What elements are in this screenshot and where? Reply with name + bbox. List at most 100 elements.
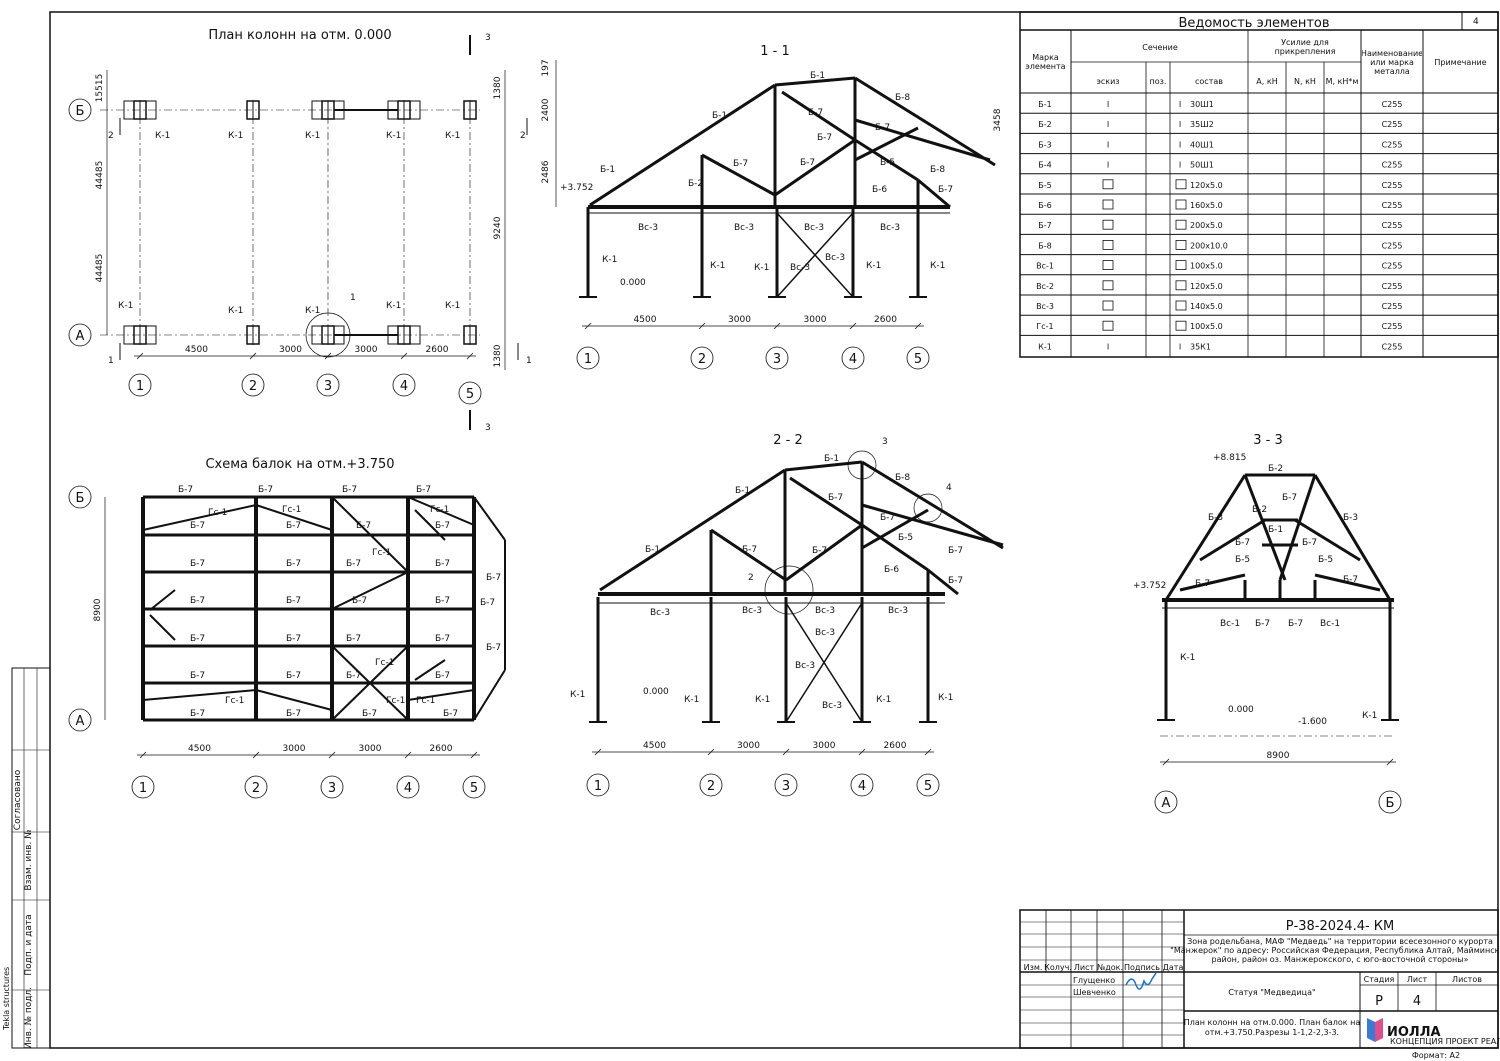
- row-steel: С255: [1382, 181, 1403, 190]
- member-label: Б-2: [1252, 505, 1267, 515]
- member-label: Б-5: [880, 158, 895, 168]
- member-label: К-1: [305, 306, 320, 316]
- dimension-text: 3000: [283, 744, 306, 754]
- member-label: Б-7: [828, 493, 843, 503]
- member-label: Вс-3: [650, 608, 670, 618]
- table-title: Ведомость элементов: [1178, 16, 1329, 31]
- axis-label: 5: [924, 779, 932, 794]
- callout-number: 2: [748, 573, 754, 583]
- roof-member: [1164, 474, 1247, 601]
- header-composition: состав: [1195, 77, 1223, 86]
- roof-member: [861, 523, 929, 572]
- member-label: Вс-3: [815, 606, 835, 616]
- callout-number: 1: [350, 293, 356, 303]
- dimension-tick: [136, 352, 144, 360]
- dimension-tick: [249, 352, 257, 360]
- box-section-icon: [1175, 199, 1187, 210]
- member-label: К-1: [445, 301, 460, 311]
- member-label: Б-7: [286, 521, 301, 531]
- dimension-tick: [139, 751, 147, 759]
- beam-gs1: [407, 496, 475, 526]
- member-label: Б-7: [435, 671, 450, 681]
- member-label: Б-7: [880, 513, 895, 523]
- beam-gs1: [407, 689, 475, 701]
- member-label: Б-7: [356, 521, 371, 531]
- axis-label: 4: [858, 779, 866, 794]
- member-label: Б-1: [735, 486, 750, 496]
- tb-col-izm: Изм.: [1024, 963, 1043, 972]
- member-label: Вс-3: [638, 223, 658, 233]
- dimension-text: 3458: [993, 108, 1003, 131]
- axis-bubble: [1378, 790, 1402, 814]
- member-label: Б-7: [190, 596, 205, 606]
- dimension-text: 44485: [95, 254, 105, 283]
- box-section-icon: [1175, 179, 1187, 190]
- member-label: Б-7: [190, 709, 205, 719]
- member-label: Б-7: [286, 559, 301, 569]
- roof-member: [1294, 518, 1361, 562]
- member-label: Б-3: [1208, 513, 1223, 523]
- axis-bubble: [850, 773, 874, 797]
- row-mark: Вс-2: [1036, 282, 1054, 291]
- dimension-tick: [404, 751, 412, 759]
- view-title-section-2: 2 - 2: [773, 433, 803, 448]
- dimension-tick: [773, 322, 781, 330]
- member-label: Вс-3: [815, 628, 835, 638]
- member-label: Вс-3: [822, 701, 842, 711]
- member-label: Вс-3: [790, 263, 810, 273]
- axis-label: 5: [914, 352, 922, 367]
- header-m: М, кН*м: [1326, 77, 1359, 86]
- axis-label: А: [76, 714, 85, 729]
- member-label: К-1: [1180, 653, 1195, 663]
- member-label: К-1: [710, 261, 725, 271]
- row-composition: 160х5.0: [1190, 201, 1223, 210]
- member-label: Б-7: [190, 559, 205, 569]
- dimension-text: 2600: [884, 741, 907, 751]
- title-block: [1019, 909, 1499, 1049]
- member-label: Б-1: [712, 111, 727, 121]
- axis-label: 1: [584, 352, 592, 367]
- level-mark: +8.815: [1213, 453, 1246, 463]
- sheet-content: отм.+3.750.Разрезы 1-1,2-2,3-3.: [1205, 1028, 1339, 1037]
- header-mark: Марка элемента: [1025, 53, 1066, 71]
- row-steel: С255: [1382, 120, 1403, 129]
- detail-callout: [764, 565, 814, 615]
- member-label: К-1: [570, 690, 585, 700]
- logo-icon: [1375, 1018, 1383, 1042]
- view-title-column-plan: План колонн на отм. 0.000: [208, 28, 391, 43]
- level-mark: +3.752: [560, 183, 593, 193]
- box-section-icon: [1175, 239, 1187, 250]
- row-composition: 100х5.0: [1190, 262, 1223, 271]
- member-label: Б-7: [346, 671, 361, 681]
- member-label: Б-7: [435, 634, 450, 644]
- detail-callout: [913, 493, 943, 523]
- box-section-icon: [1102, 219, 1114, 230]
- member-label: Вс-3: [880, 223, 900, 233]
- member-label: К-1: [445, 131, 460, 141]
- axis-bubble: [316, 373, 340, 397]
- axis-bubble: [462, 775, 486, 799]
- roof-member: [1199, 518, 1266, 562]
- member-label: Б-7: [1343, 575, 1358, 585]
- dimension-tick: [924, 748, 932, 756]
- axis-label: 3: [773, 352, 781, 367]
- roof-member: [785, 523, 863, 582]
- i-beam-icon: I: [1107, 342, 1109, 351]
- axis-label: 4: [400, 379, 408, 394]
- roof-member: [599, 468, 786, 592]
- dimension-text: 8900: [1267, 751, 1290, 761]
- member-label: Б-7: [486, 573, 501, 583]
- member-label: Гс-1: [430, 505, 449, 515]
- member-label: Б-3: [1343, 513, 1358, 523]
- detail-callout: [305, 312, 351, 358]
- member-label: Б-7: [190, 521, 205, 531]
- member-label: Вс-3: [825, 253, 845, 263]
- dimension-text: 3000: [813, 741, 836, 751]
- member-label: Вс-1: [1220, 619, 1240, 629]
- project-description: район, район оз. Манжерокского, с юго-во…: [1212, 955, 1469, 964]
- row-mark: Б-3: [1038, 140, 1051, 149]
- beam-gs1: [331, 571, 409, 610]
- dimension-text: 3000: [359, 744, 382, 754]
- row-mark: Б-4: [1038, 161, 1051, 170]
